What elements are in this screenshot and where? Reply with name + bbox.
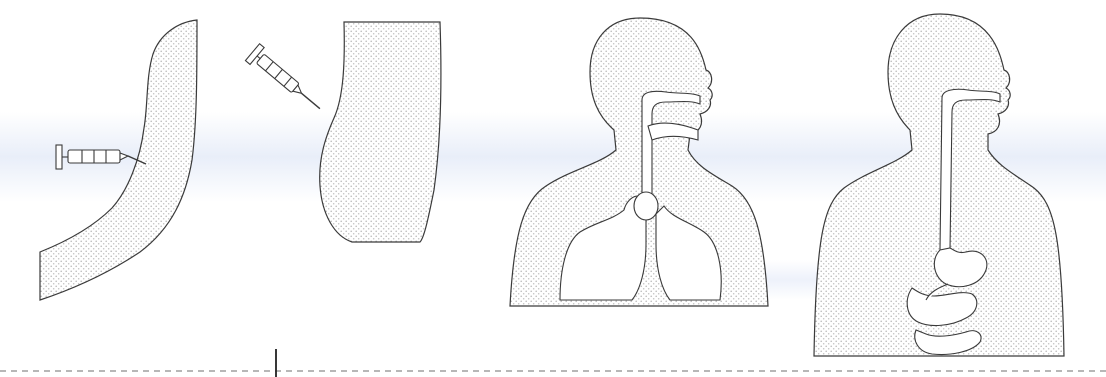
respiratory-tract-panel <box>510 18 768 306</box>
buttock-injection-panel <box>245 22 440 242</box>
digestive-tract-panel <box>814 14 1064 356</box>
torso-shape <box>320 22 441 242</box>
syringe-buttock-icon <box>245 44 327 117</box>
arm-injection-panel <box>40 20 197 300</box>
syringe-arm-icon <box>56 145 146 169</box>
